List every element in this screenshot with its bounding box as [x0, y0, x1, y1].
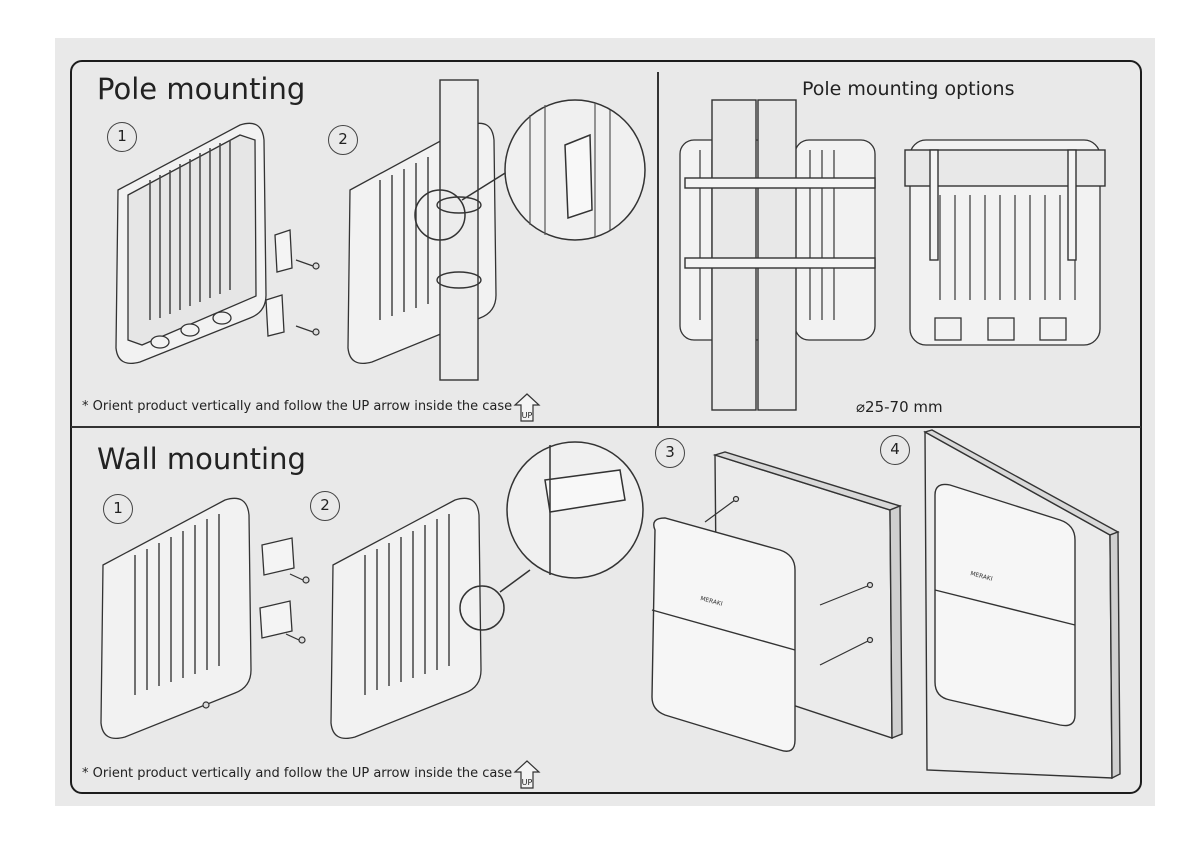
zoom-circle-icon: [414, 99, 646, 241]
screw-illustration: [295, 259, 320, 336]
wall-step-3-marker: 3: [655, 438, 685, 468]
screw-illustration: [704, 495, 874, 666]
pole-illustration: [436, 79, 482, 381]
wall-mounting-title: Wall mounting: [97, 442, 306, 476]
wall-step-1-marker: 1: [103, 494, 133, 524]
up-arrow-icon: UP: [513, 760, 541, 789]
device-illustration: MERAKI: [934, 483, 1076, 727]
up-arrow-label: UP: [522, 778, 533, 787]
wall-step-2-marker: 2: [310, 491, 340, 521]
device-illustration: [330, 497, 482, 740]
section-divider-vertical: [657, 72, 659, 426]
diameter-value: 25-70 mm: [865, 398, 943, 416]
pole-orientation-note: * Orient product vertically and follow t…: [82, 399, 513, 414]
up-arrow-icon: UP: [513, 393, 541, 422]
pole-illustration: [904, 149, 1106, 261]
wall-step-4-marker: 4: [880, 435, 910, 465]
pole-step-2-marker: 2: [328, 125, 358, 155]
zoom-circle-icon: [459, 441, 644, 631]
diameter-icon: ⌀: [856, 398, 866, 416]
pole-options-title: Pole mounting options: [802, 78, 1015, 100]
bracket-illustration: [259, 537, 295, 639]
wall-orientation-note: * Orient product vertically and follow t…: [82, 766, 513, 781]
device-illustration: [100, 497, 252, 740]
section-divider-horizontal: [71, 426, 1141, 428]
up-arrow-label: UP: [522, 411, 533, 420]
pole-diameter-range: ⌀25-70 mm: [856, 398, 943, 416]
screw-illustration: [202, 573, 310, 709]
device-illustration: [909, 139, 1101, 346]
device-illustration: [115, 122, 267, 365]
pole-illustration: [684, 99, 876, 411]
device-illustration: MERAKI: [651, 517, 796, 752]
pole-mounting-title: Pole mounting: [97, 72, 306, 106]
pole-step-1-marker: 1: [107, 122, 137, 152]
bracket-illustration: [265, 229, 293, 337]
